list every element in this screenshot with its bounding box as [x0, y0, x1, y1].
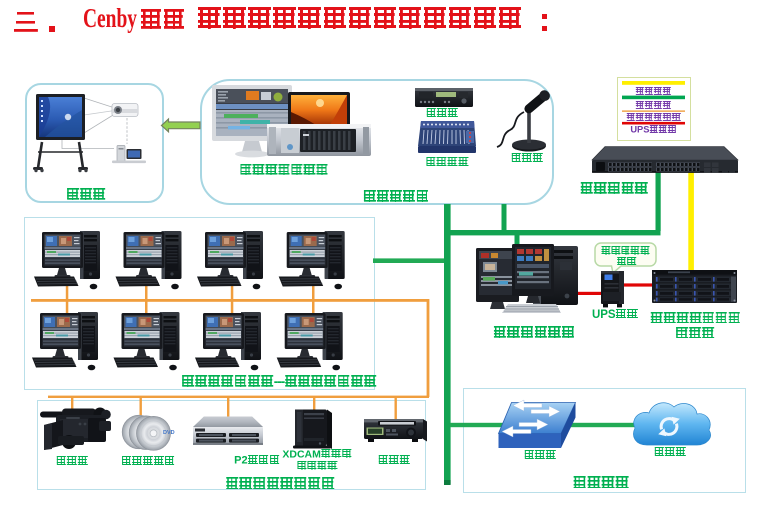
svg-text:DVD: DVD [163, 430, 175, 436]
